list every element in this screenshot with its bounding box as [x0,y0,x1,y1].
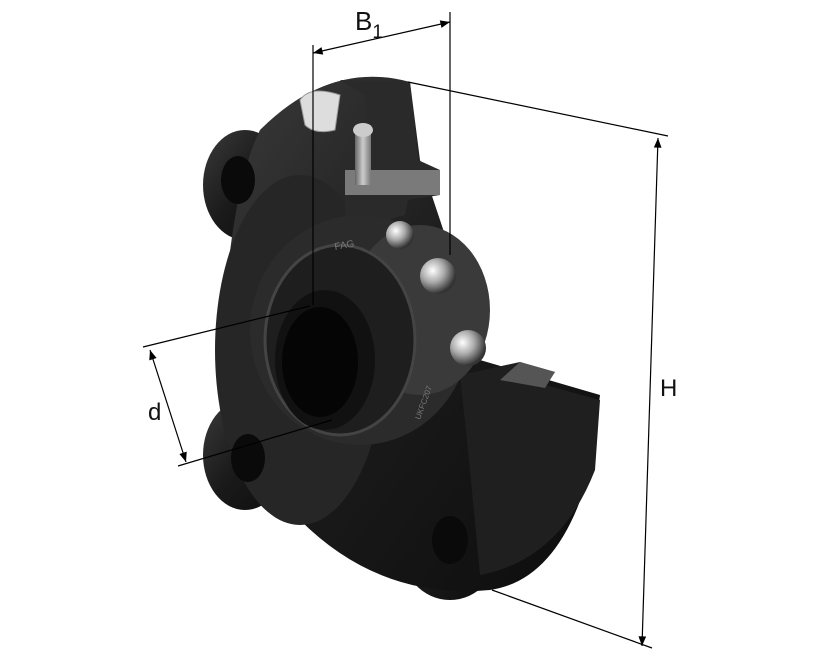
d-extension-top [142,305,311,348]
h-extension-top [407,81,669,137]
bearing-insert: FAG UKFC207 [250,215,490,445]
h-arrow [638,137,662,647]
b1-label: B1 [355,6,383,43]
brand-marking: FAG [334,239,356,253]
d-extension-bottom [177,419,333,467]
h-extension-bottom [491,589,653,649]
b1-arrow [312,20,451,55]
dimension-lines [142,12,669,649]
d-arrow [149,349,187,463]
d-label: d [148,399,161,426]
grease-nipple [299,90,373,185]
h-label: H [660,375,677,402]
